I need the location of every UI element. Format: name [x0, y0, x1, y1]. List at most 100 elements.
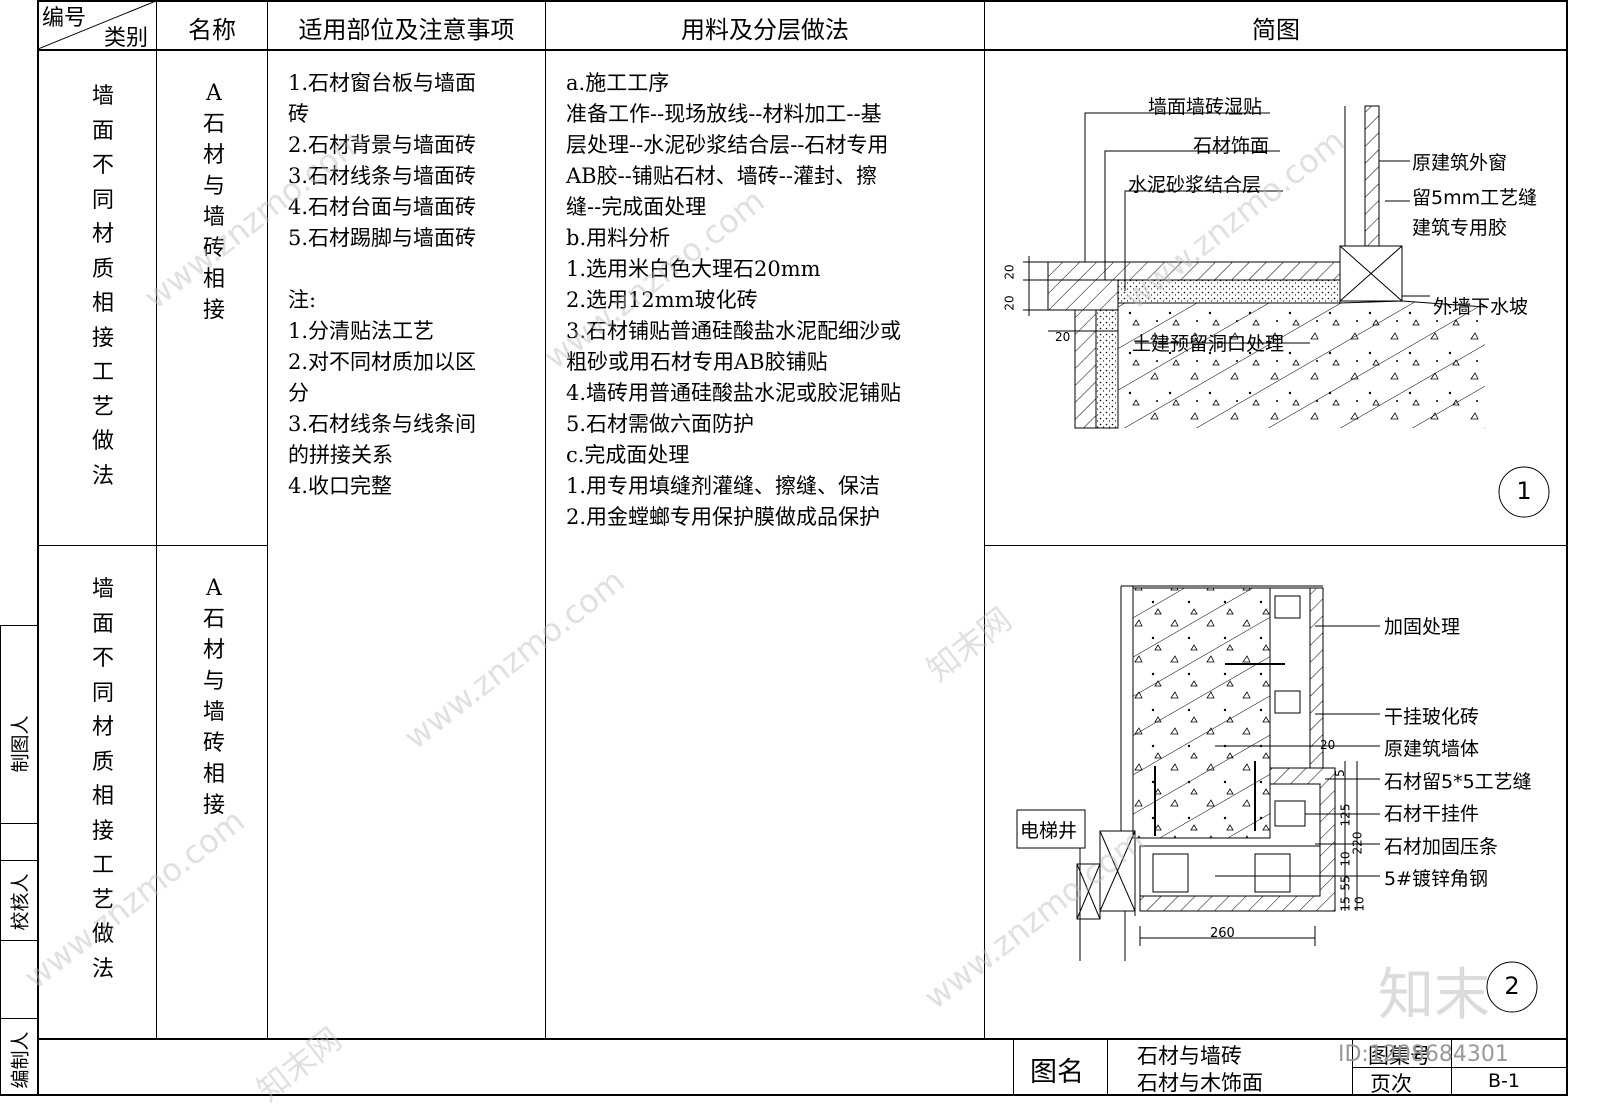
d1-dim-1: 20	[1002, 264, 1017, 280]
row1-category-char: 工	[91, 360, 114, 385]
d1-label-mortar: 水泥砂浆结合层	[1128, 174, 1262, 196]
d2-label-groove: 石材留5*5工艺缝	[1384, 771, 1532, 793]
scope-line: 注:	[288, 288, 317, 312]
row2-category-char: 材	[91, 715, 114, 740]
row2-name-char: 与	[202, 669, 225, 694]
header-method: 用料及分层做法	[681, 16, 849, 44]
d2-label-hanger: 石材干挂件	[1384, 803, 1480, 825]
row1-category-char: 墙	[91, 84, 114, 109]
row2-name-char: 相	[202, 762, 225, 787]
row2-name-char: A	[206, 576, 222, 601]
row2-name-char: 砖	[202, 731, 225, 756]
scope-line: 5.石材踢脚与墙面砖	[288, 226, 477, 250]
watermark-8: 知末网	[249, 1020, 349, 1110]
scope-line: 分	[288, 381, 309, 405]
row2-category-char: 工	[91, 853, 114, 878]
d1-label-slope: 外墙下水坡	[1433, 296, 1529, 318]
method-line: 5.石材需做六面防护	[566, 412, 755, 436]
d1-label-window: 原建筑外窗	[1412, 152, 1508, 174]
header-category: 类别	[104, 26, 149, 51]
scope-line: 3.石材线条与线条间	[288, 412, 477, 436]
d2-label-reinforce: 加固处理	[1384, 616, 1461, 638]
d2-dim-20: 20	[1320, 738, 1336, 752]
method-line: 缝--完成面处理	[566, 195, 707, 219]
row1-name-char: 与	[202, 174, 225, 199]
scope-line	[288, 254, 476, 285]
title-id: ID:1208684301	[1338, 1042, 1509, 1067]
title-set-label: 图集号	[1368, 1044, 1431, 1068]
header-scope: 适用部位及注意事项	[298, 16, 515, 44]
row1-name-char: 接	[202, 298, 225, 323]
scope-line: 2.石材背景与墙面砖	[288, 133, 477, 157]
method-line: 4.墙砖用普通硅酸盐水泥或胶泥铺贴	[566, 381, 902, 405]
row1-category-char: 面	[91, 118, 114, 144]
row2-category-char: 做	[91, 922, 114, 947]
method-line: 1.用专用填缝剂灌缝、擦缝、保洁	[566, 474, 881, 498]
scope-line: 4.收口完整	[288, 474, 393, 498]
d2-dim-125: 125	[1338, 803, 1353, 827]
d2-label-wall: 原建筑墙体	[1384, 738, 1480, 760]
row2-name-char: 墙	[202, 700, 225, 725]
row1-name-char: 相	[202, 267, 225, 292]
diagram-2	[1016, 585, 1538, 1013]
method-line: 3.石材铺贴普通硅酸盐水泥配细沙或	[566, 319, 902, 343]
row1-category-char: 质	[91, 256, 114, 282]
watermark-logo: 知末	[1378, 963, 1490, 1028]
row2-name-char: 石	[202, 607, 225, 632]
row2-category-char: 相	[91, 784, 114, 809]
d2-dim-15: 15	[1338, 896, 1353, 912]
d2-dim-10a: 10	[1338, 851, 1353, 867]
header-name: 名称	[188, 16, 236, 44]
header-code: 编号	[42, 6, 87, 31]
side-drawer: 制图人	[9, 715, 32, 773]
row1-category: 墙面不同材质相接工艺做法	[83, 80, 123, 494]
row1-category-char: 材	[91, 222, 114, 247]
header-diagonal	[38, 1, 156, 49]
title-name-line1: 石材与墙砖	[1137, 1044, 1242, 1068]
scope-line: 1.石材窗台板与墙面	[288, 71, 477, 95]
row2-category-char: 不	[91, 646, 114, 671]
d2-label-angle: 5#镀锌角钢	[1384, 868, 1489, 890]
side-checker: 校核人	[9, 873, 32, 931]
scope-line: 的拼接关系	[288, 443, 393, 467]
title-page-value: B-1	[1488, 1070, 1520, 1092]
d1-label-stone-face: 石材饰面	[1193, 135, 1270, 157]
d1-label-joint2: 建筑专用胶	[1412, 217, 1508, 239]
row2-category-char: 同	[91, 680, 114, 706]
row1-category-char: 接	[91, 325, 114, 351]
row2-category-char: 质	[91, 749, 114, 775]
row1-category-char: 相	[91, 291, 114, 316]
d1-label-opening: 土建预留洞口处理	[1132, 333, 1285, 355]
d2-dim-10b: 10	[1352, 896, 1367, 912]
method-text: a.施工工序准备工作--现场放线--材料加工--基层处理--水泥砂浆结合层--石…	[566, 68, 901, 533]
row1-category-char: 做	[91, 429, 114, 454]
method-line: 准备工作--现场放线--材料加工--基	[566, 102, 882, 126]
d1-dim-2: 20	[1002, 295, 1017, 311]
scope-line: 3.石材线条与墙面砖	[288, 164, 477, 188]
title-name-label: 图名	[1030, 1057, 1084, 1088]
row1-name-char: 砖	[202, 236, 225, 261]
row2-category-char: 艺	[91, 887, 114, 913]
method-line: c.完成面处理	[566, 443, 690, 467]
row1-category-char: 不	[91, 153, 114, 178]
header-sketch: 简图	[1252, 16, 1300, 44]
d1-label-wall-tile: 墙面墙砖湿贴	[1148, 96, 1263, 118]
row2-category-char: 接	[91, 818, 114, 844]
diagram-1	[1023, 105, 1550, 518]
d2-label-strip: 石材加固压条	[1384, 836, 1499, 858]
row2-category-char: 墙	[91, 577, 114, 602]
row1-name-char: 材	[202, 143, 225, 168]
d2-dim-260: 260	[1210, 926, 1235, 941]
row1-name-char: A	[206, 81, 222, 106]
method-line: a.施工工序	[566, 71, 670, 95]
d2-dim-55: 55	[1338, 875, 1353, 891]
scope-line: 2.对不同材质加以区	[288, 350, 477, 374]
title-name-line2: 石材与木饰面	[1137, 1071, 1263, 1095]
row2-name-char: 材	[202, 638, 225, 663]
d1-dim-3: 20	[1055, 330, 1071, 344]
method-line: 1.选用米白色大理石20mm	[566, 257, 821, 281]
row1-category-char: 同	[91, 187, 114, 213]
